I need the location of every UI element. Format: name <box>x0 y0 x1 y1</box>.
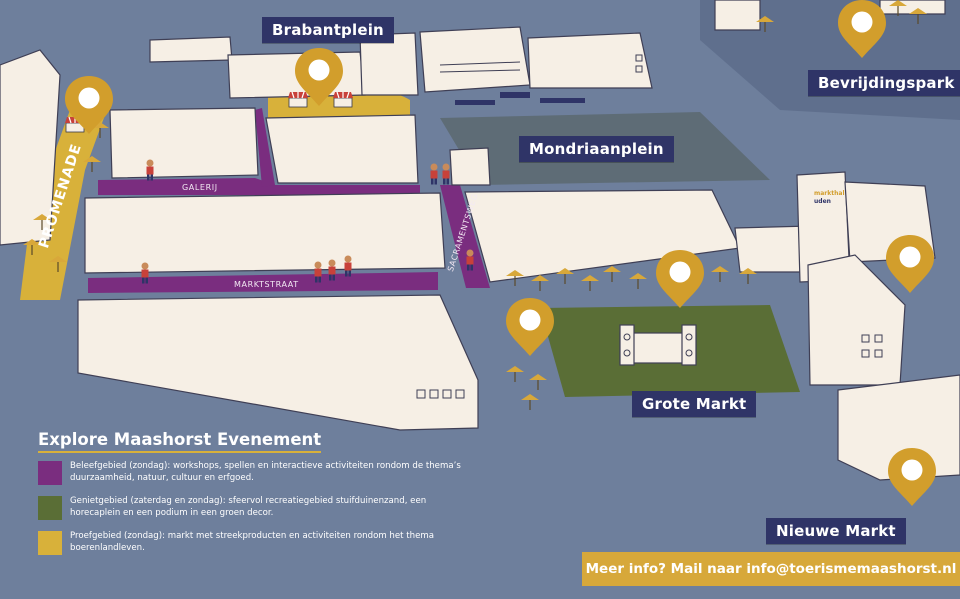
label-grote-markt: Grote Markt <box>632 391 757 417</box>
legend-title: Explore Maashorst Evenement <box>38 430 322 453</box>
markthal-sign: markthal <box>814 190 845 197</box>
label-marktstraat: MARKTSTRAAT <box>234 280 299 289</box>
label-brabantplein: Brabantplein <box>262 17 394 43</box>
legend-text: Proefgebied (zondag): markt met streekpr… <box>70 531 435 553</box>
legend-item-proefgebied: Proefgebied (zondag): markt met streekpr… <box>38 530 470 555</box>
label-mondriaanplein: Mondriaanplein <box>519 136 674 162</box>
benches <box>455 92 585 105</box>
label-galerij: GALERIJ <box>182 183 218 192</box>
galerij-zone <box>98 178 420 195</box>
legend-swatch-purple <box>38 461 62 485</box>
label-nieuwe-markt: Nieuwe Markt <box>766 518 906 544</box>
legend-item-beleefgebied: Beleefgebied (zondag): workshops, spelle… <box>38 460 470 485</box>
marktstraat-zone <box>88 272 438 293</box>
building-windows <box>416 54 883 399</box>
legend-swatch-green <box>38 496 62 520</box>
buildings <box>0 0 960 481</box>
stage-icon <box>619 324 697 366</box>
uden-sign: uden <box>814 198 831 205</box>
galerij-connector <box>255 108 275 187</box>
legend: Explore Maashorst Evenement Beleefgebied… <box>38 430 468 555</box>
legend-item-genietgebied: Genietgebied (zaterdag en zondag): sfeer… <box>38 495 470 520</box>
legend-text: Beleefgebied (zondag): workshops, spelle… <box>70 461 461 483</box>
contact-banner[interactable]: Meer info? Mail naar info@toerismemaasho… <box>582 552 960 586</box>
promenade-zone <box>20 110 105 300</box>
legend-text: Genietgebied (zaterdag en zondag): sfeer… <box>70 496 427 518</box>
legend-swatch-yellow <box>38 531 62 555</box>
label-bevrijdingspark: Bevrijdingspark <box>808 70 960 96</box>
sacramentsweg-zone <box>440 185 490 288</box>
